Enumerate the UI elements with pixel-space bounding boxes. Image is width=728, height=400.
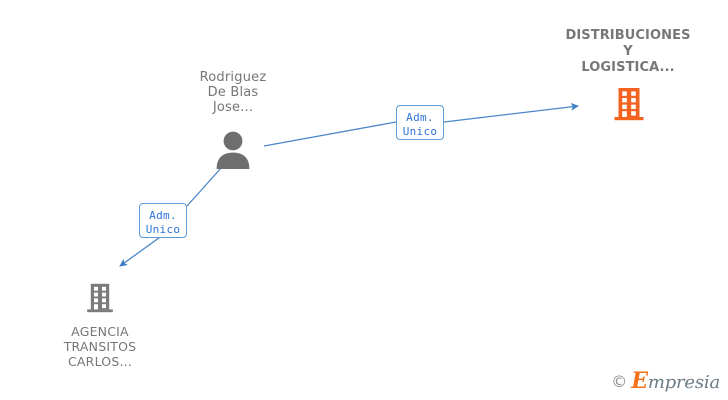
node-person[interactable]: Rodriguez De Blas Jose... bbox=[150, 70, 316, 175]
person-name-line-1: Rodriguez bbox=[199, 70, 267, 85]
company-name-label-distribuciones: DISTRIBUCIONES Y LOGISTICA... bbox=[548, 28, 708, 76]
edge-label-line-1: Adm. bbox=[149, 209, 177, 222]
edge-label-line-2: Unico bbox=[402, 125, 438, 138]
company-name-line-2: Y bbox=[623, 44, 633, 59]
edge-label-adm-unico-distribuciones[interactable]: Adm. Unico bbox=[396, 105, 444, 140]
company-name-line-1: AGENCIA bbox=[71, 324, 129, 339]
copyright-icon: © bbox=[611, 371, 628, 391]
brand-initial: E bbox=[631, 368, 648, 394]
company-name-label-agencia: AGENCIA TRANSITOS CARLOS... bbox=[20, 324, 180, 369]
person-name-line-2: De Blas bbox=[207, 85, 259, 100]
edge-label-line-1: Adm. bbox=[406, 111, 434, 124]
person-icon[interactable] bbox=[215, 131, 251, 169]
edge-label-line-2: Unico bbox=[145, 223, 181, 236]
brand-rest: mpresia bbox=[647, 372, 720, 393]
company-name-line-3: CARLOS... bbox=[68, 354, 132, 369]
person-name-label: Rodriguez De Blas Jose... bbox=[150, 70, 316, 115]
company-name-line-1: DISTRIBUCIONES bbox=[565, 28, 691, 43]
watermark-empresia: © Empresia bbox=[611, 368, 720, 394]
node-company-agencia[interactable]: AGENCIA TRANSITOS CARLOS... bbox=[20, 282, 180, 374]
building-icon-gray[interactable] bbox=[85, 282, 115, 318]
company-name-line-2: TRANSITOS bbox=[63, 339, 137, 354]
edge-label-adm-unico-agencia[interactable]: Adm. Unico bbox=[139, 203, 187, 238]
building-icon-orange[interactable] bbox=[612, 86, 646, 126]
person-name-line-3: Jose... bbox=[212, 100, 254, 115]
company-name-line-3: LOGISTICA... bbox=[581, 60, 675, 75]
brand-name: Empresia bbox=[631, 368, 720, 394]
node-company-distribuciones[interactable]: DISTRIBUCIONES Y LOGISTICA... bbox=[548, 28, 708, 123]
